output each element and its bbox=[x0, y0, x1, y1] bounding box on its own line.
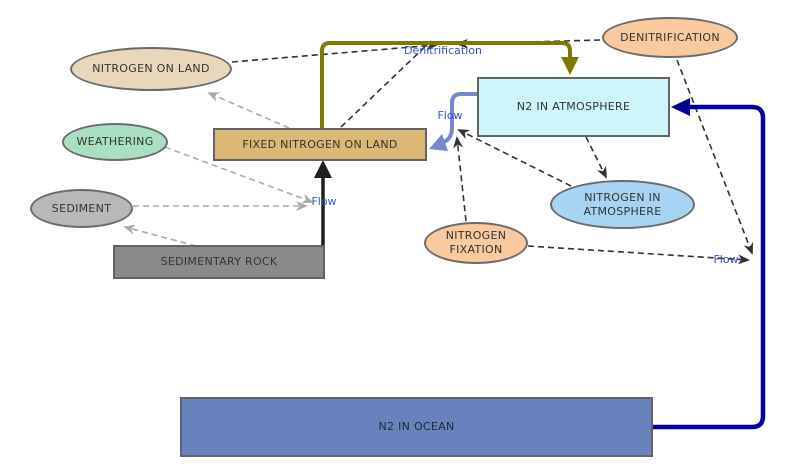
node-sediment[interactable]: SEDIMENT bbox=[30, 189, 133, 228]
link-atm-to-nitrogen-in-atmosphere[interactable] bbox=[585, 136, 607, 179]
node-weathering-label: WEATHERING bbox=[76, 135, 154, 149]
link-fixed-to-denit-flow[interactable] bbox=[340, 40, 432, 128]
flow-label-denitrification[interactable]: Denitrification bbox=[404, 44, 482, 57]
node-fixed-nitrogen-on-land-label: FIXED NITROGEN ON LAND bbox=[242, 137, 398, 151]
node-fixed-nitrogen-on-land[interactable]: FIXED NITROGEN ON LAND bbox=[213, 128, 427, 161]
node-nitrogen-fixation[interactable]: NITROGEN FIXATION bbox=[424, 222, 528, 264]
link-nitrogen-in-atm-to-atm-flow[interactable] bbox=[457, 129, 572, 187]
node-sedimentary-rock[interactable]: SEDIMENTARY ROCK bbox=[113, 245, 325, 279]
link-weathering-to-rock-flow[interactable] bbox=[164, 146, 314, 204]
node-sediment-label: SEDIMENT bbox=[51, 201, 112, 215]
link-rock-to-sediment[interactable] bbox=[123, 224, 197, 247]
node-sedimentary-rock-label: SEDIMENTARY ROCK bbox=[160, 255, 278, 269]
flow-label-rock-to-land[interactable]: Flow bbox=[311, 195, 337, 208]
node-denitrification-label: DENITRIFICATION bbox=[620, 30, 720, 44]
node-n2-in-atmosphere-label: N2 IN ATMOSPHERE bbox=[516, 100, 631, 114]
node-nitrogen-on-land[interactable]: NITROGEN ON LAND bbox=[70, 47, 232, 91]
link-denitrification-to-ocean-flow[interactable] bbox=[676, 59, 754, 255]
node-n2-in-ocean[interactable]: N2 IN OCEAN bbox=[180, 397, 653, 457]
flow-ocean-to-atm-arrowhead bbox=[671, 98, 690, 116]
node-n2-in-atmosphere[interactable]: N2 IN ATMOSPHERE bbox=[477, 77, 670, 137]
flow-rock-to-land-arrowhead bbox=[314, 160, 332, 178]
node-nitrogen-fixation-label: NITROGEN FIXATION bbox=[445, 229, 507, 256]
link-fixation-to-atm-flow[interactable] bbox=[453, 136, 467, 222]
flow-atm-to-land-arrowhead bbox=[429, 134, 448, 151]
flow-ocean-to-atm-pipe[interactable] bbox=[653, 104, 766, 430]
node-nitrogen-in-atmosphere-label: NITROGEN IN ATMOSPHERE bbox=[583, 190, 662, 218]
node-weathering[interactable]: WEATHERING bbox=[62, 123, 168, 161]
flow-denitrification-arrowhead bbox=[561, 57, 579, 75]
link-nitrogen-on-land-to-denit-flow[interactable] bbox=[231, 40, 438, 63]
node-nitrogen-on-land-label: NITROGEN ON LAND bbox=[92, 62, 210, 76]
flow-label-atm-to-land[interactable]: Flow bbox=[437, 109, 463, 122]
flow-atm-to-land-pipe[interactable] bbox=[438, 92, 477, 146]
node-nitrogen-in-atmosphere[interactable]: NITROGEN IN ATMOSPHERE bbox=[550, 180, 695, 229]
node-denitrification[interactable]: DENITRIFICATION bbox=[602, 17, 738, 58]
link-fixed-to-nitrogen-on-land[interactable] bbox=[207, 92, 290, 129]
flow-label-ocean-to-atm[interactable]: Flow bbox=[713, 253, 739, 266]
link-fixation-to-ocean-flow[interactable] bbox=[527, 245, 750, 265]
node-n2-in-ocean-label: N2 IN OCEAN bbox=[378, 420, 455, 434]
flow-denitrification-pipe[interactable] bbox=[320, 41, 572, 128]
